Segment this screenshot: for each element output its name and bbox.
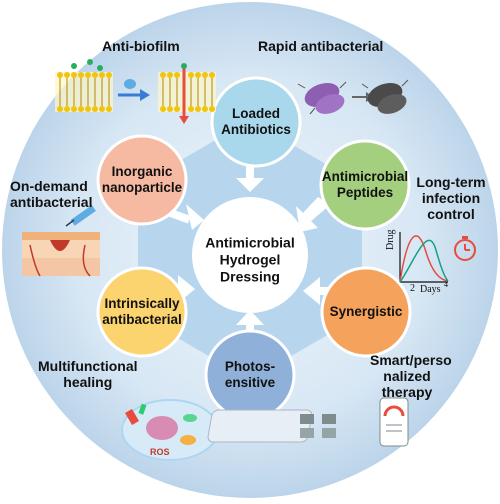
node-inorganic-line1: Inorganic xyxy=(111,164,173,179)
node-intrinsically-line1: Intrinsically xyxy=(104,296,180,311)
release-curve-red xyxy=(399,235,449,283)
node-label-antimicrobial-peptides: Antimicrobial Peptides xyxy=(322,169,408,201)
label-multifunctional-line1: Multifunctional xyxy=(38,358,138,374)
node-circle-loaded-antibiotics xyxy=(210,76,302,168)
plot-ylabel: Drug xyxy=(385,229,396,250)
arrow-top xyxy=(236,160,264,192)
skin-illustration xyxy=(22,205,100,277)
label-multifunctional-line2: healing xyxy=(63,374,113,390)
label-smart-therapy: Smart/perso nalized therapy xyxy=(370,352,452,400)
label-on-demand-line2: antibacterial xyxy=(10,194,93,210)
node-label-synergistic: Synergistic xyxy=(330,304,403,320)
bacteria-purple xyxy=(297,81,347,115)
ros-label: ROS xyxy=(150,447,170,457)
release-plot xyxy=(399,232,476,283)
bacteria-dead xyxy=(361,79,409,114)
stopwatch-icon xyxy=(454,236,476,261)
node-antimicrobial-peptides-line2: Peptides xyxy=(336,185,394,200)
node-circle-inorganic-nanoparticle xyxy=(96,134,188,226)
label-long-term: Long-term infection control xyxy=(416,174,486,222)
node-circle-intrinsically-antibacterial xyxy=(96,266,188,358)
cell-illustration xyxy=(121,399,219,461)
label-long-term-line1: Long-term xyxy=(416,174,486,190)
label-smart-line2: nalized xyxy=(383,368,431,384)
center-label: Antimicrobial Hydrogel Dressing xyxy=(205,235,294,286)
center-line2: Hydrogel xyxy=(219,251,281,268)
node-circle-synergistic xyxy=(320,266,412,358)
node-loaded-antibiotics-line1: Loaded xyxy=(231,106,280,121)
plot-tick-2: 2 xyxy=(410,283,415,294)
node-inorganic-line2: nanoparticle xyxy=(101,180,183,195)
membrane-arrow xyxy=(118,79,150,101)
label-long-term-line3: control xyxy=(427,206,475,222)
center-line3: Dressing xyxy=(220,268,280,285)
plot-xlabel: Days xyxy=(420,284,441,295)
label-smart-line3: therapy xyxy=(381,384,433,400)
bilayer-right xyxy=(158,63,216,124)
node-label-intrinsically-antibacterial: Intrinsically antibacterial xyxy=(102,296,182,328)
arrow-top-right xyxy=(296,197,330,232)
plot-tick-4: 4 xyxy=(444,280,448,289)
label-on-demand-line1: On-demand xyxy=(10,178,88,194)
label-smart-line1: Smart/perso xyxy=(370,352,452,368)
bacteria-illustration xyxy=(297,79,409,115)
node-synergistic-line1: Synergistic xyxy=(329,304,403,319)
node-photosensitive-line2: ensitive xyxy=(224,375,276,390)
release-curve-teal xyxy=(399,239,449,283)
label-multifunctional: Multifunctional healing xyxy=(38,358,138,390)
device-illustration xyxy=(207,397,409,447)
label-rapid-antibacterial: Rapid antibacterial xyxy=(258,38,384,54)
label-long-term-line2: infection xyxy=(421,190,481,206)
syringe-icon xyxy=(65,205,96,227)
node-intrinsically-line2: antibacterial xyxy=(102,312,182,327)
biofilm-illustration xyxy=(55,59,216,124)
node-label-loaded-antibiotics: Loaded Antibiotics xyxy=(221,106,291,138)
node-photosensitive-line1: Photos- xyxy=(224,359,276,374)
center-circle xyxy=(192,197,308,313)
node-label-photosensitive: Photos- ensitive xyxy=(225,359,275,391)
label-anti-biofilm: Anti-biofilm xyxy=(102,38,180,54)
node-loaded-antibiotics-line2: Antibiotics xyxy=(221,122,291,137)
label-on-demand: On-demand antibacterial xyxy=(10,178,92,210)
center-line1: Antimicrobial xyxy=(205,234,295,251)
bilayer-left xyxy=(55,59,113,112)
node-label-inorganic-nanoparticle: Inorganic nanoparticle xyxy=(102,164,182,196)
node-antimicrobial-peptides-line1: Antimicrobial xyxy=(321,169,409,184)
node-circle-antimicrobial-peptides xyxy=(319,139,411,231)
